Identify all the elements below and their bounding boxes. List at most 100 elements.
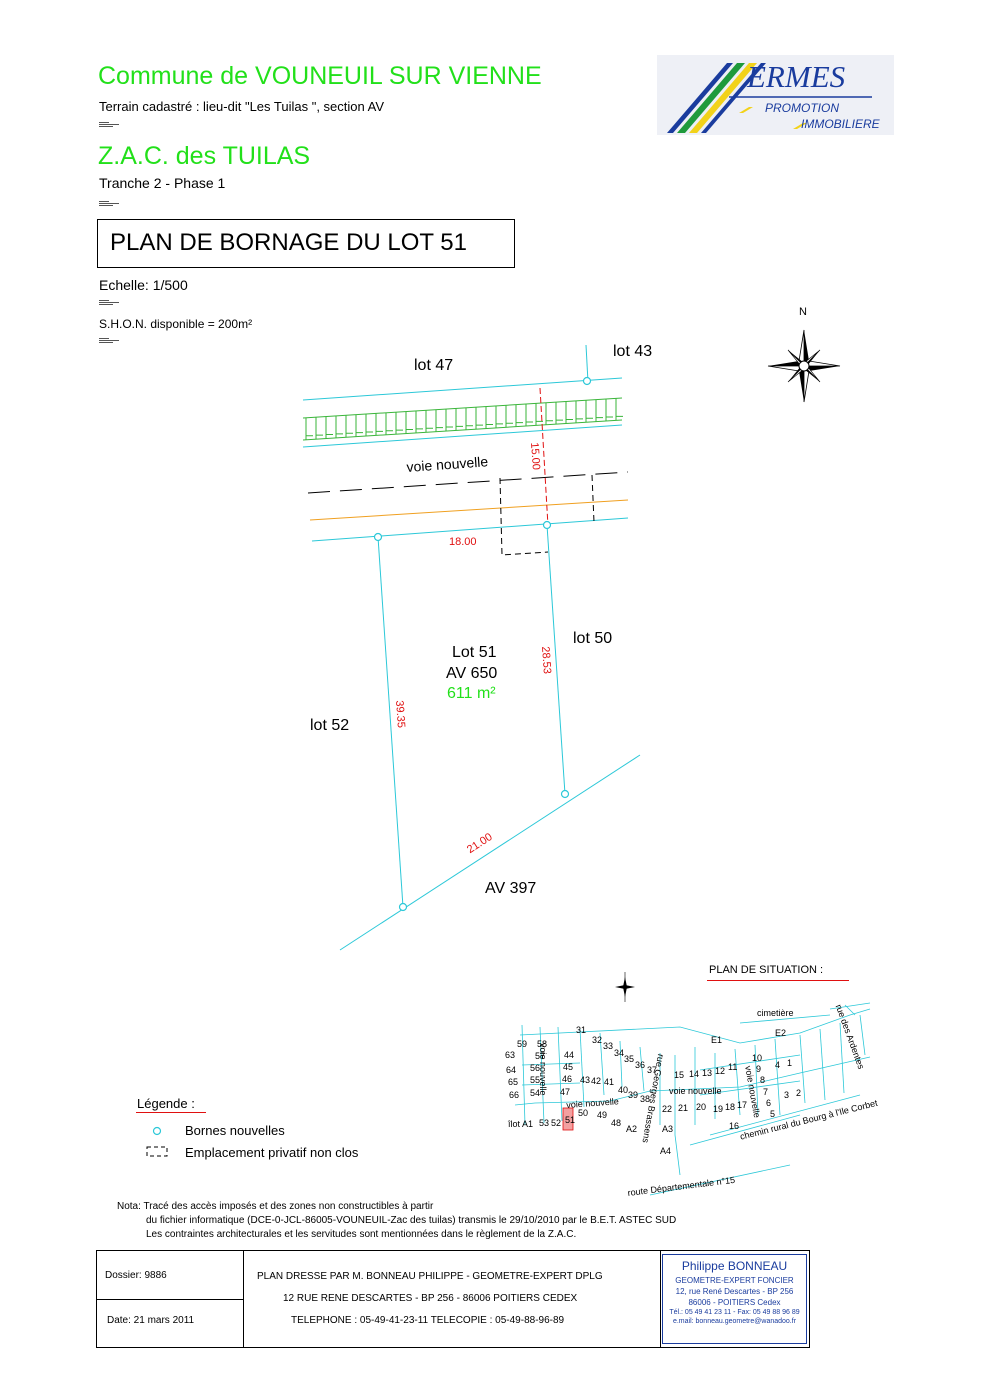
situation-lot-a4: A4 xyxy=(660,1146,672,1156)
stamp-title: GEOMETRE-EXPERT FONCIER xyxy=(675,1276,794,1285)
situation-lot-17: 17 xyxy=(737,1100,748,1110)
situation-lot-43: 43 xyxy=(580,1075,591,1085)
situation-lot-36: 36 xyxy=(635,1060,646,1070)
small-compass-icon xyxy=(615,972,635,1002)
situation-lot-57: 57 xyxy=(535,1051,546,1061)
logo-line2: IMMOBILIERE xyxy=(801,117,880,131)
tranche-subtitle: Tranche 2 - Phase 1 xyxy=(99,175,226,191)
shon-label: S.H.O.N. disponible = 200m² xyxy=(99,317,253,331)
situation-lot-59: 59 xyxy=(517,1039,528,1049)
dim-2853-label: 28.53 xyxy=(539,646,553,675)
situation-lot-33: 33 xyxy=(603,1041,614,1051)
stamp-email: e.mail: bonneau.geometre@wanadoo.fr xyxy=(672,1318,797,1325)
situation-lot-51: 51 xyxy=(565,1115,576,1125)
situation-lot-35: 35 xyxy=(624,1054,635,1064)
zac-title: Z.A.C. des TUILAS xyxy=(98,142,311,170)
situation-lot-21: 21 xyxy=(678,1103,689,1113)
situation-lot-1: 1 xyxy=(787,1058,793,1068)
legend-item-bornes: Bornes nouvelles xyxy=(185,1123,285,1138)
situation-lot-e1: E1 xyxy=(711,1035,723,1045)
legend-item-emplacement: Emplacement privatif non clos xyxy=(185,1145,359,1160)
ilot-label: îlot A1 xyxy=(508,1119,534,1129)
situation-lot-37: 37 xyxy=(647,1065,658,1075)
bornage-plan xyxy=(302,344,641,951)
borne-icon xyxy=(152,1126,162,1136)
situation-lot-55: 55 xyxy=(530,1075,541,1085)
commune-title: Commune de VOUNEUIL SUR VIENNE xyxy=(98,62,542,90)
plan-dresse: PLAN DRESSE PAR M. BONNEAU PHILIPPE - GE… xyxy=(257,1271,603,1282)
dim-3935-label: 39.35 xyxy=(393,700,407,729)
logo-brand: ERMES xyxy=(747,59,846,94)
situation-lot-14: 14 xyxy=(689,1069,700,1079)
situation-lot-40: 40 xyxy=(618,1085,629,1095)
situation-lot-7: 7 xyxy=(763,1087,769,1097)
plan-title-box: PLAN DE BORNAGE DU LOT 51 xyxy=(97,219,515,268)
situation-lot-32: 32 xyxy=(592,1035,603,1045)
stamp-address-1: 12, rue René Descartes - BP 256 xyxy=(675,1287,794,1296)
situation-lot-15: 15 xyxy=(674,1070,685,1080)
situation-lot-66: 66 xyxy=(509,1090,520,1100)
surveyor-phone: TELEPHONE : 05-49-41-23-11 TELECOPIE : 0… xyxy=(291,1315,565,1326)
plan-title: PLAN DE BORNAGE DU LOT 51 xyxy=(110,229,467,256)
nota-line-2: du fichier informatique (DCE-0-JCL-86005… xyxy=(146,1215,677,1226)
situation-lot-8: 8 xyxy=(760,1075,766,1085)
situation-lot-a2: A2 xyxy=(626,1124,638,1134)
situation-lot-3: 3 xyxy=(784,1090,790,1100)
situation-lot-13: 13 xyxy=(702,1068,713,1078)
situation-lot-12: 12 xyxy=(715,1066,726,1076)
situation-lot-22: 22 xyxy=(662,1104,673,1114)
lot-52-label: lot 52 xyxy=(310,717,350,734)
legend-underline xyxy=(136,1112,206,1113)
situation-lot-65: 65 xyxy=(508,1077,519,1087)
logo-line1: PROMOTION xyxy=(765,101,839,115)
voie-label-3: voie nouvelle xyxy=(669,1086,722,1096)
text-marker-icon xyxy=(99,122,119,128)
situation-lot-54: 54 xyxy=(530,1088,541,1098)
terrain-subtitle: Terrain cadastré : lieu-dit "Les Tuilas … xyxy=(99,99,385,114)
situation-lot-41: 41 xyxy=(604,1077,615,1087)
compass-rose-icon xyxy=(767,329,841,403)
situation-lot-58: 58 xyxy=(537,1039,548,1049)
stamp-address-2: 86006 - POITIERS Cedex xyxy=(688,1298,781,1307)
lot-47-label: lot 47 xyxy=(414,357,454,374)
ermes-logo: ERMES PROMOTION IMMOBILIERE xyxy=(657,55,894,135)
situation-lot-10: 10 xyxy=(752,1053,763,1063)
situation-lot-42: 42 xyxy=(591,1076,602,1086)
text-marker-icon xyxy=(99,201,119,207)
plan-date: Date: 21 mars 2011 xyxy=(107,1315,195,1326)
dim-18-label: 18.00 xyxy=(449,536,477,548)
stamp-name: Philippe BONNEAU xyxy=(681,1259,788,1273)
situation-lot-5: 5 xyxy=(770,1109,776,1119)
situation-lot-38: 38 xyxy=(640,1094,651,1104)
surveyor-stamp: Philippe BONNEAU GEOMETRE-EXPERT FONCIER… xyxy=(662,1254,807,1344)
situation-lot-45: 45 xyxy=(563,1062,574,1072)
situation-lot-16: 16 xyxy=(729,1121,740,1131)
situation-lot-49: 49 xyxy=(597,1110,608,1120)
private-area-icon xyxy=(146,1146,168,1157)
scale-label: Echelle: 1/500 xyxy=(99,277,188,293)
surveyor-address: 12 RUE RENE DESCARTES - BP 256 - 86006 P… xyxy=(283,1293,578,1304)
situation-lot-34: 34 xyxy=(614,1048,625,1058)
situation-lot-a3: A3 xyxy=(662,1124,674,1134)
stamp-phone: Tél.: 05 49 41 23 11 - Fax: 05 49 88 96 … xyxy=(669,1309,800,1316)
situation-lot-9: 9 xyxy=(756,1064,762,1074)
situation-lot-19: 19 xyxy=(713,1104,724,1114)
situation-lot-48: 48 xyxy=(611,1118,622,1128)
situation-lot-39: 39 xyxy=(628,1090,639,1100)
situation-lot-50: 50 xyxy=(578,1108,589,1118)
situation-lot-44: 44 xyxy=(564,1050,575,1060)
situation-lot-2: 2 xyxy=(796,1088,802,1098)
situation-lot-56: 56 xyxy=(530,1063,541,1073)
situation-lot-63: 63 xyxy=(505,1050,516,1060)
situation-lot-53: 53 xyxy=(539,1118,550,1128)
lot-51-label: Lot 51 xyxy=(452,644,497,661)
situation-lot-6: 6 xyxy=(766,1098,772,1108)
dim-15-label: 15.00 xyxy=(528,442,542,471)
situation-lot-46: 46 xyxy=(562,1074,573,1084)
situation-lot-64: 64 xyxy=(506,1065,517,1075)
north-label: N xyxy=(799,306,807,318)
situation-lot-18: 18 xyxy=(725,1102,736,1112)
lot-43-label: lot 43 xyxy=(613,343,653,360)
nota-line-1: Nota: Tracé des accès imposés et des zon… xyxy=(117,1201,434,1212)
voie-label-1: voie nouvelle xyxy=(538,1043,548,1096)
